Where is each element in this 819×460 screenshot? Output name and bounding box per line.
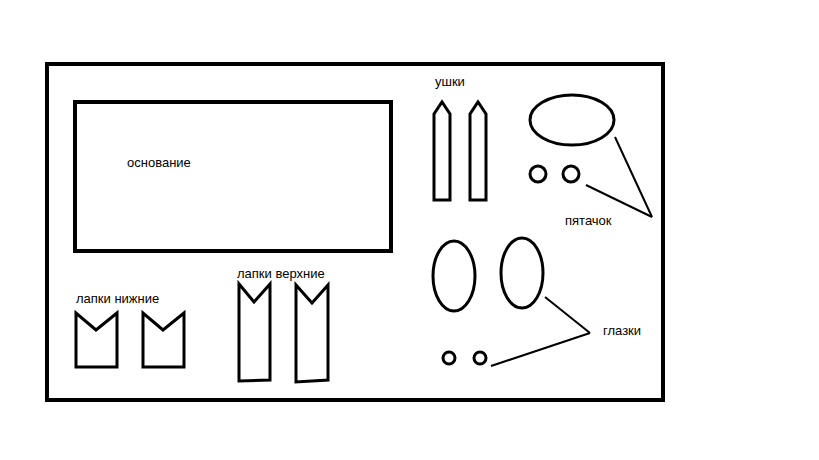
ear-shape <box>434 102 450 200</box>
leader-line <box>491 333 590 366</box>
nostril-circle <box>530 166 546 182</box>
upper-paw-shape <box>239 284 270 381</box>
base-rectangle: основание <box>73 100 393 253</box>
sheet-frame <box>47 64 663 400</box>
ear-shape <box>470 102 486 200</box>
leader-line <box>615 137 652 217</box>
lower-paw-shape <box>143 313 184 367</box>
pupil-circle <box>443 352 455 364</box>
nostril-circle <box>563 166 579 182</box>
eye-oval <box>433 241 475 311</box>
leader-line <box>586 185 652 217</box>
snout-oval <box>530 95 614 145</box>
part-label: лапки нижние <box>76 291 159 307</box>
part-label: ушки <box>435 74 465 90</box>
part-label: основание <box>127 155 191 171</box>
upper-paw-shape <box>296 285 328 382</box>
pupil-circle <box>474 352 486 364</box>
part-label: лапки верхние <box>237 266 325 282</box>
eye-oval <box>501 238 543 308</box>
lower-paw-shape <box>76 313 117 367</box>
part-label: глазки <box>603 323 641 339</box>
part-label: пятачок <box>565 213 612 229</box>
leader-line <box>545 297 590 333</box>
